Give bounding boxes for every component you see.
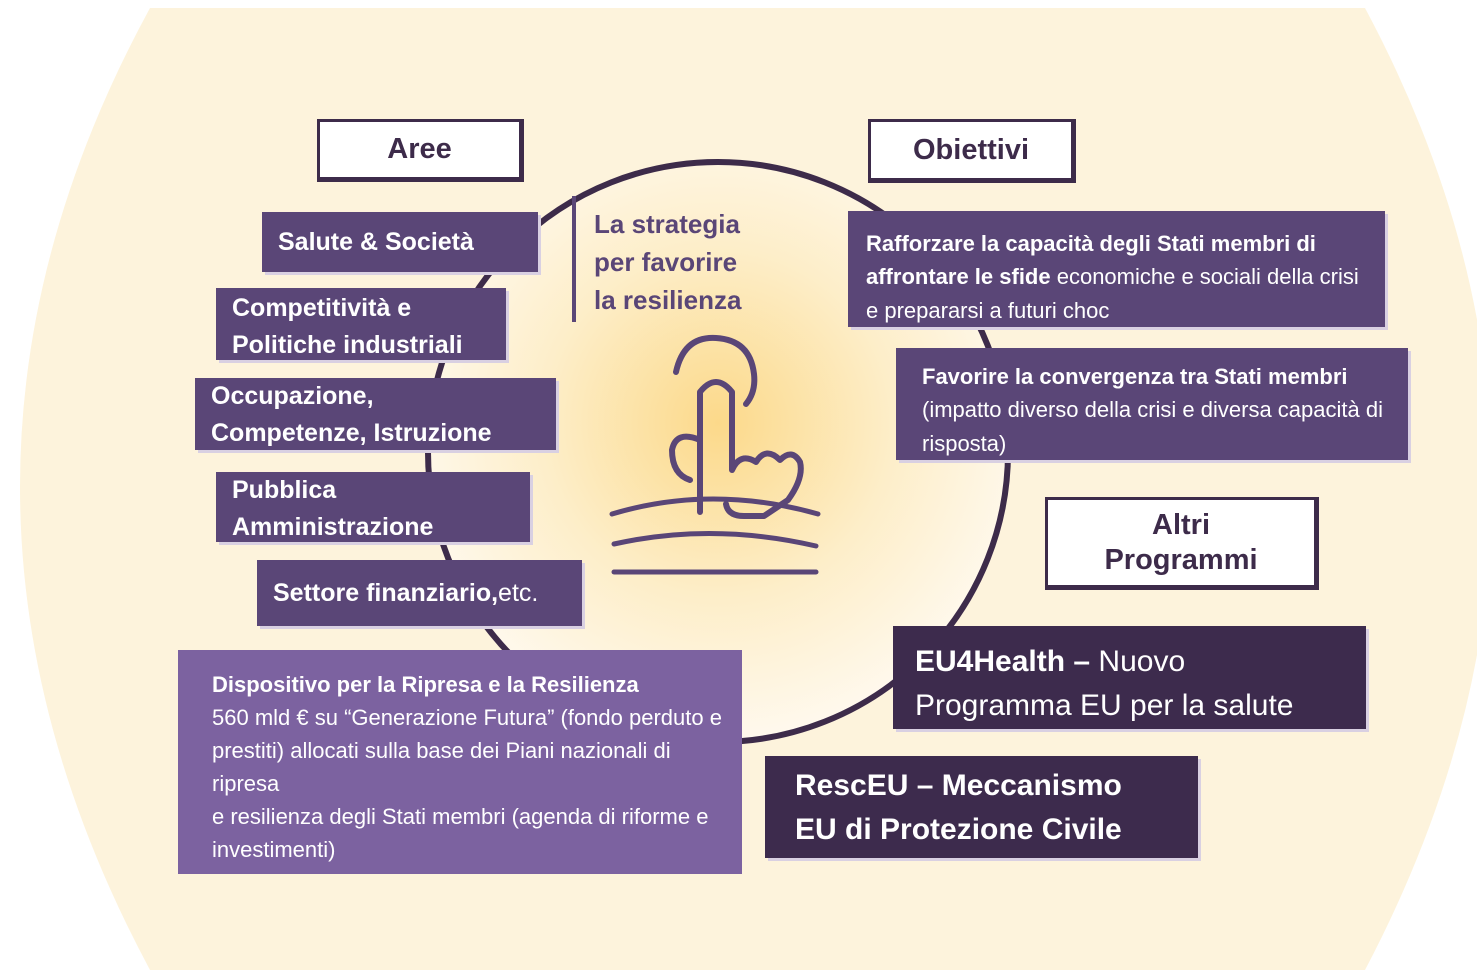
header-altri-line2: Programmi (1104, 543, 1258, 576)
surface-lines (609, 496, 821, 575)
objective-2-rest: (impatto diverso della crisi e diversa c… (922, 397, 1383, 456)
area-occupazione: Occupazione, Competenze, Istruzione (195, 378, 556, 450)
dispositivo-line-1: 560 mld € su “Generazione Futura” (fondo… (212, 705, 722, 796)
objective-2-bold: Favorire la convergenza tra Stati membri (922, 364, 1348, 389)
area-occupazione-line1: Occupazione, (211, 382, 374, 410)
dispositivo-title: Dispositivo per la Ripresa e la Resilien… (212, 672, 639, 697)
program-eu4health: EU4Health – Nuovo Programma EU per la sa… (893, 626, 1366, 729)
pointing-hand-icon (669, 334, 804, 519)
area-salute-societa: Salute & Società (262, 212, 538, 272)
area-competitivita: Competitività e Politiche industriali (216, 288, 506, 360)
area-settore-label-rest: etc. (498, 578, 539, 607)
dispositivo-ripresa-resilienza: Dispositivo per la Ripresa e la Resilien… (178, 650, 742, 874)
area-competitivita-line2: Politiche industriali (232, 331, 463, 359)
objective-1-rest: economiche e sociali della crisi e prepa… (866, 264, 1359, 323)
header-obiettivi: Obiettivi (868, 119, 1076, 183)
program-resceu: RescEU – Meccanismo EU di Protezione Civ… (765, 756, 1198, 858)
area-pubblica-line1: Pubblica (232, 476, 337, 504)
area-pubblica-amministrazione: Pubblica Amministrazione (216, 472, 530, 542)
program-resceu-line2: EU di Protezione Civile (795, 812, 1122, 846)
program-eu4health-bold: EU4Health – (915, 645, 1091, 678)
area-pubblica-line2: Amministrazione (232, 513, 434, 541)
strategy-title: La strategia per favorire la resilienza (594, 206, 784, 320)
header-altri-programmi: Altri Programmi (1045, 497, 1319, 590)
header-aree-label: Aree (387, 133, 452, 166)
objective-rafforzare: Rafforzare la capacità degli Stati membr… (848, 211, 1385, 327)
dispositivo-line-2: e resilienza degli Stati membri (agenda … (212, 804, 709, 862)
area-occupazione-line2: Competenze, Istruzione (211, 419, 492, 447)
objective-1-bold: Rafforzare la capacità degli Stati membr… (866, 231, 1316, 290)
strategy-line-3: la resilienza (594, 284, 742, 315)
header-obiettivi-label: Obiettivi (912, 133, 1029, 166)
header-aree: Aree (317, 119, 524, 182)
area-salute-label: Salute & Società (278, 227, 474, 256)
header-altri-line1: Altri (1152, 508, 1210, 541)
strategy-line-1: La strategia (594, 209, 740, 239)
area-competitivita-line1: Competitività e (232, 294, 412, 322)
area-settore-finanziario: Settore finanziario, etc. (257, 560, 582, 626)
strategy-line-2: per favorire (594, 246, 738, 277)
program-eu4health-rest: Nuovo Programma EU per la salute (915, 645, 1294, 722)
area-settore-label-bold: Settore finanziario, (273, 578, 499, 607)
objective-convergenza: Favorire la convergenza tra Stati membri… (896, 348, 1408, 460)
program-resceu-line1: RescEU – Meccanismo (795, 769, 1122, 802)
